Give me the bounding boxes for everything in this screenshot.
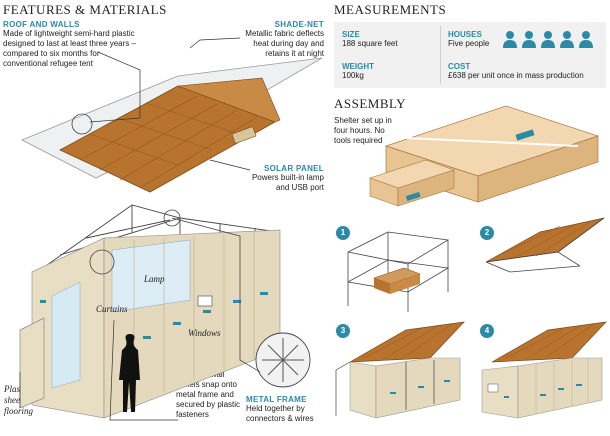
windows-label: Windows [188,328,221,338]
step-2-badge: 2 [480,226,494,240]
leader-lines [19,37,261,421]
solar-head: SOLAR PANEL [263,164,324,173]
person-icon [503,31,517,48]
curtains-label: Curtains [96,304,128,314]
cost-block: COST £638 per unit once in mass producti… [448,62,584,80]
shelter-illustration [19,37,323,421]
features-title: FEATURES & MATERIALS [3,2,167,17]
weight-head: WEIGHT [342,62,374,71]
step-4-illustration [481,321,607,419]
solar-body: Powers built-in lamp and USB port [251,173,324,192]
person-icon [541,31,555,48]
assembly-title: ASSEMBLY [334,96,407,111]
lamp-callout-circle [89,249,115,275]
roof-walls-head: ROOF AND WALLS [3,20,80,29]
metal-frame-callout: METAL FRAME Held together by connectors … [246,395,330,424]
step-1-badge: 1 [336,226,350,240]
roof-panel-ridge [177,77,281,123]
person-icon [560,31,574,48]
shadenet-body: Metallic fabric deflects heat during day… [245,29,324,58]
step-1-illustration [347,231,450,312]
roof-callout-circle [71,113,93,135]
person-icon [579,31,593,48]
cost-value: £638 per unit once in mass production [448,71,584,80]
step-3-illustration [335,321,465,419]
door-panel [19,317,45,409]
flooring-label: Plastic sheet flooring [4,384,34,416]
doorway-window [51,281,81,389]
metal-frame-body: Held together by connectors & wires [246,404,314,423]
measurements-panel: SIZE 188 square feet WEIGHT 100kg HOUSES… [334,22,606,88]
wall-logos [40,292,268,339]
weight-block: WEIGHT 100kg [342,62,374,80]
connector-detail [262,338,304,382]
houses-block: HOUSES Five people [448,30,489,48]
houses-value: Five people [448,39,490,48]
shadenet-head: SHADE-NET [274,20,324,29]
step-4-badge: 4 [480,324,494,338]
step-3-badge: 3 [336,324,350,338]
solar-callout: SOLAR PANEL Powers built-in lamp and USB… [240,164,324,193]
person-silhouette [119,334,140,412]
weight-value: 100kg [342,71,364,80]
people-icons [502,30,602,50]
step-2-illustration [485,217,605,273]
size-value: 188 square feet [342,39,398,48]
metal-frame-head: METAL FRAME [246,395,307,404]
frame-callout-circle [163,209,181,227]
solar-panel-shape [231,126,257,144]
size-head: SIZE [342,30,360,39]
wall-panel-lines [133,232,255,404]
box-strap [405,137,579,147]
assembly-note: Shelter set up in four hours. No tools r… [334,116,392,145]
size-block: SIZE 188 square feet [342,30,398,48]
lamp-label: Lamp [144,274,165,284]
roof-walls-body: Made of lightweight semi-hard plastic de… [3,29,136,68]
small-box-label [405,191,421,202]
houses-head: HOUSES [448,30,482,39]
measurements-title: MEASUREMENTS [334,2,447,17]
roof-panel-grid [79,95,258,189]
box-label [515,129,535,141]
packed-boxes-illustration [369,105,600,207]
box-side [477,135,599,203]
measurements-divider [440,26,441,84]
person-icon [522,31,536,48]
window-shape [197,295,213,307]
roof-walls-callout: ROOF AND WALLS Made of lightweight semi-… [3,20,143,69]
shadenet-callout: SHADE-NET Metallic fabric deflects heat … [232,20,324,59]
cost-head: COST [448,62,471,71]
